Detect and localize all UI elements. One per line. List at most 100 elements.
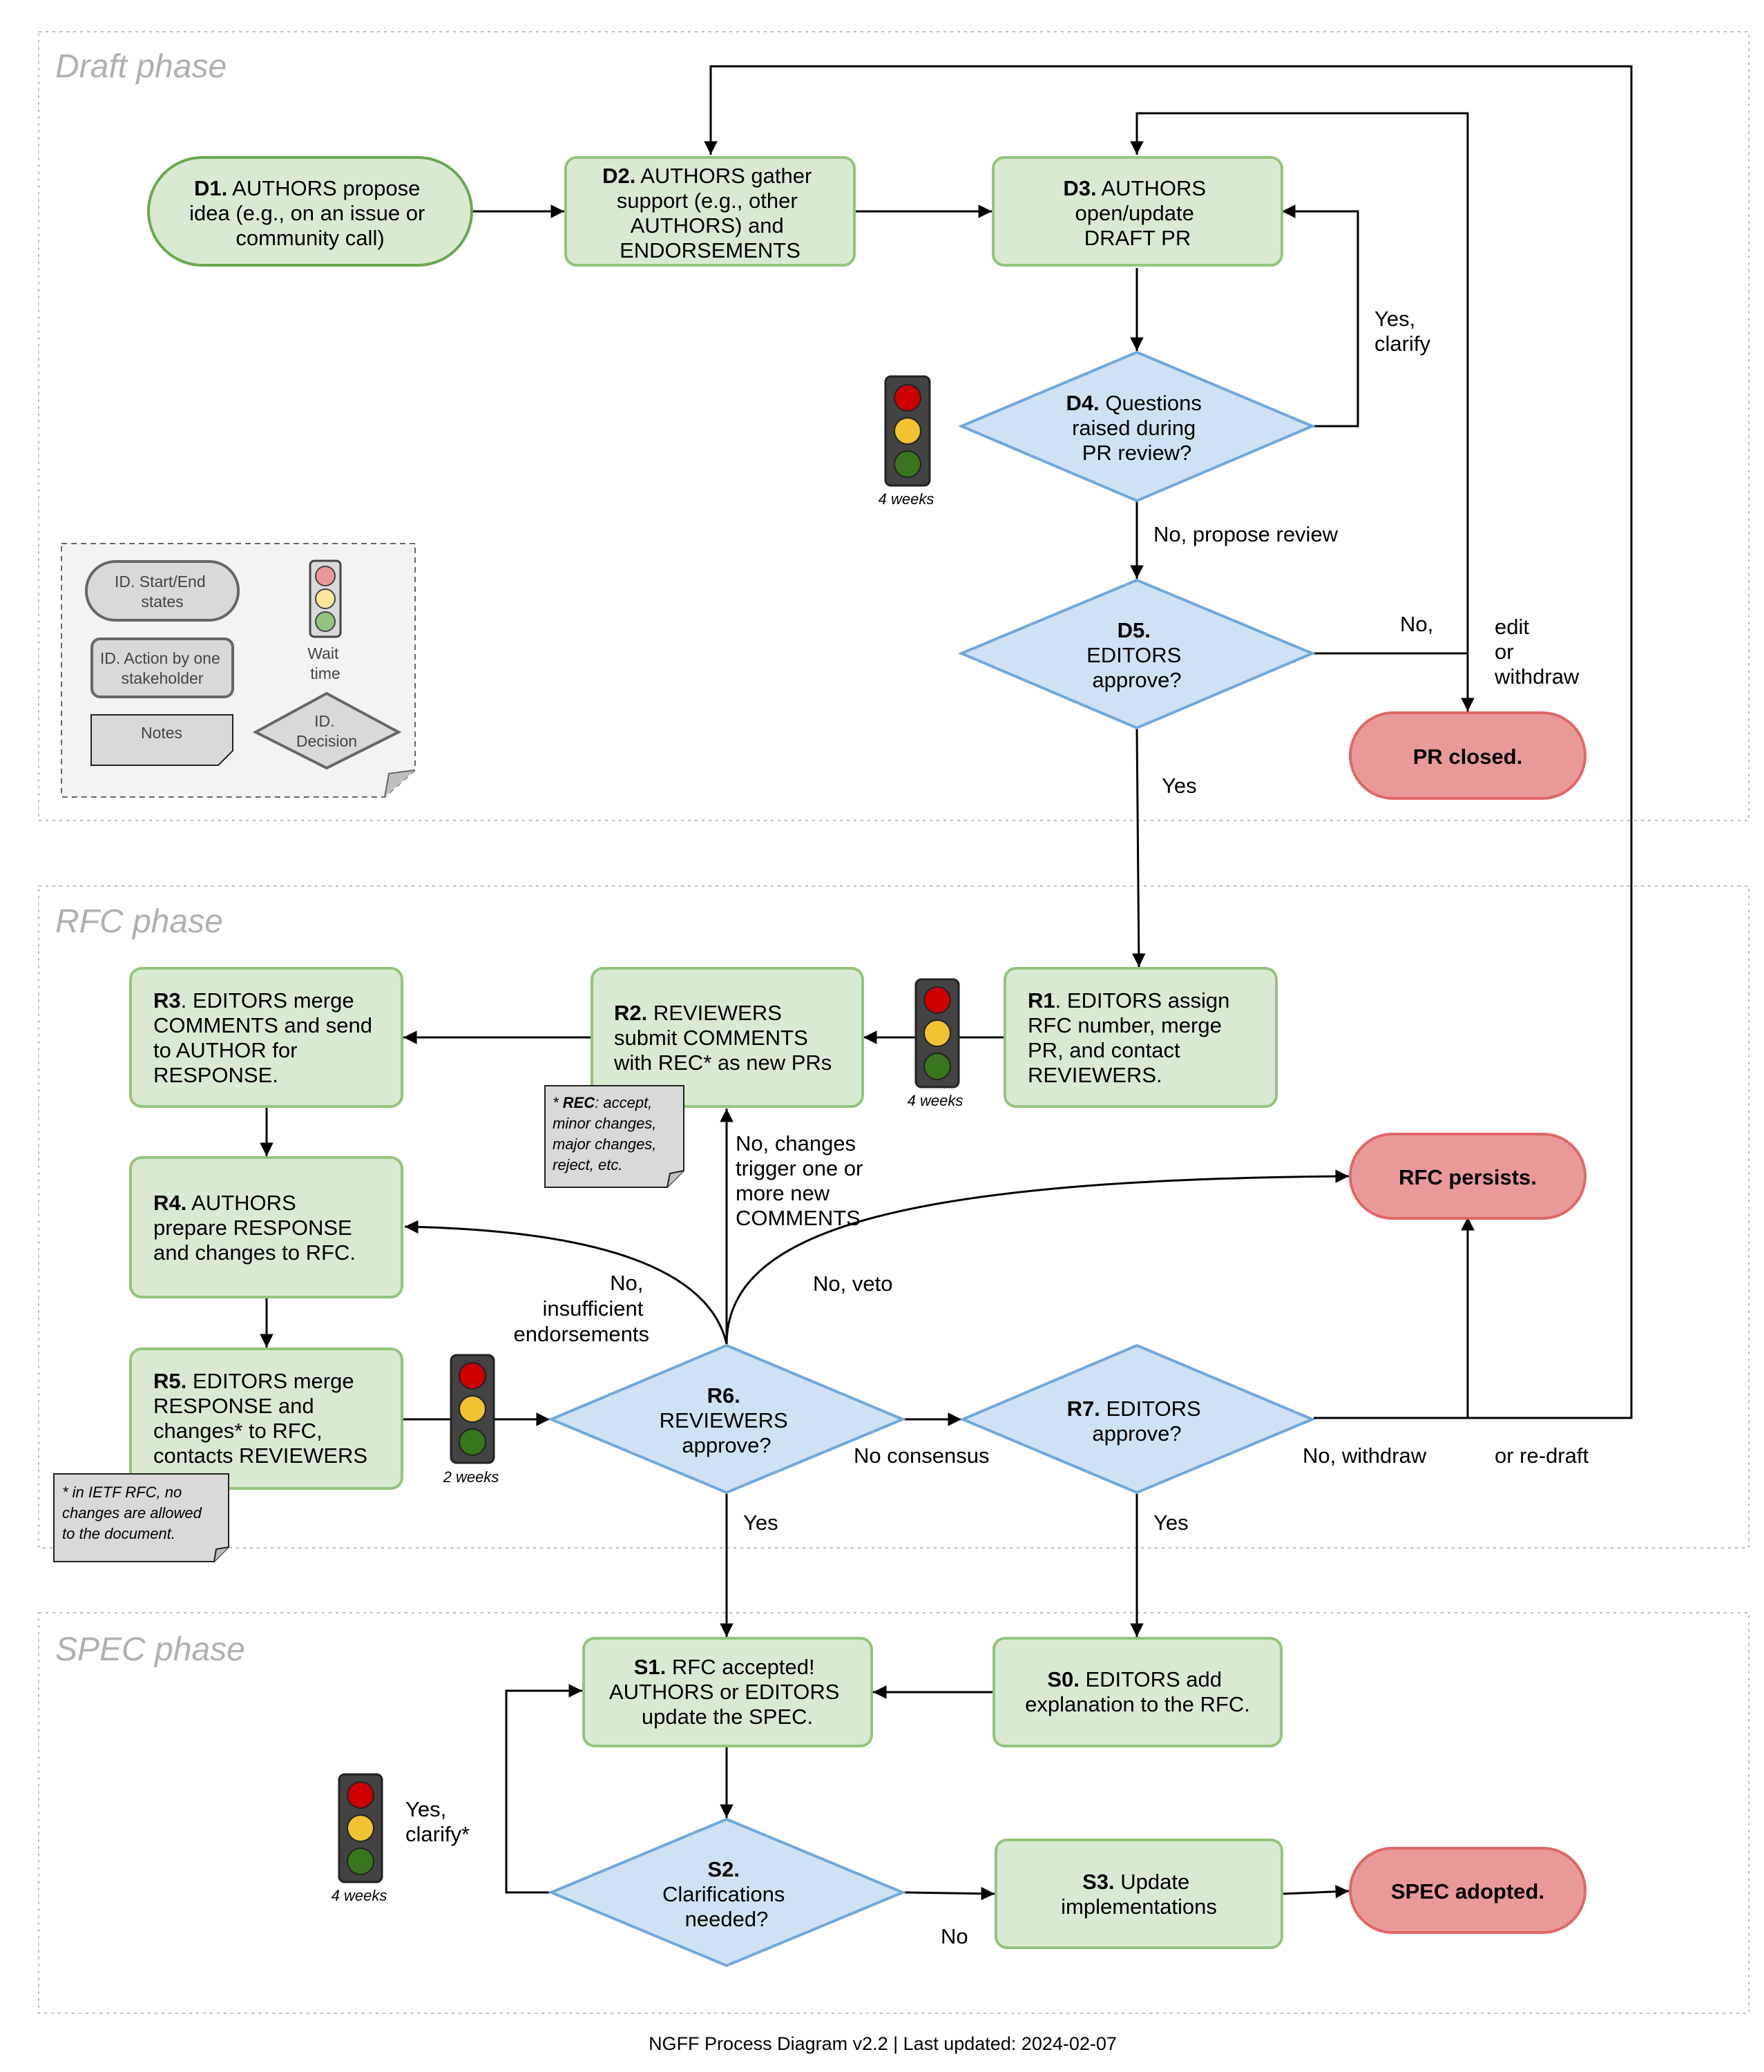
svg-text:ID. Action by one stak: ID. Action by one stakeholder — [100, 649, 224, 687]
node-d2-id: D2. — [602, 164, 635, 188]
node-d1-line1: AUTHORS propose — [232, 176, 420, 200]
svg-text:R6. REVIEWERS appr: R6. REVIEWERS approve? — [660, 1383, 794, 1457]
label-s2-yes: Yes, clarify* — [405, 1797, 470, 1846]
edges — [260, 65, 1633, 1901]
svg-text:R1. EDITORS assign RFC n: R1. EDITORS assign RFC number, merge PR,… — [1028, 988, 1236, 1087]
traffic-light-icon — [338, 1773, 383, 1883]
svg-text:R5. EDITORS merge RESPON: R5. EDITORS merge RESPONSE and changes* … — [153, 1369, 367, 1468]
node-d5-line2: approve? — [1092, 668, 1181, 692]
svg-text:D2. AUTHORS gather suppo: D2. AUTHORS gather support (e.g., other … — [602, 164, 818, 262]
label-r6-no-veto: No, veto — [813, 1272, 892, 1296]
spec-phase-title: SPEC phase — [55, 1631, 245, 1668]
node-spec-adopted-label: SPEC adopted. — [1391, 1879, 1544, 1903]
traffic-light-icon — [884, 375, 931, 487]
note-ietf-line3: to the document. — [62, 1525, 175, 1542]
node-s1: S1. RFC accepted! AUTHORS or EDITORS upd… — [582, 1637, 873, 1747]
node-r5-line1: EDITORS merge — [193, 1369, 354, 1393]
edge-s2-s3 — [903, 1886, 995, 1901]
node-s3-line2: implementations — [1061, 1894, 1217, 1919]
node-r5: R5. EDITORS merge RESPONSE and changes* … — [129, 1347, 403, 1490]
note-rec-line4: reject, etc. — [553, 1156, 622, 1173]
wait-time-r5: 2 weeks — [443, 1468, 499, 1486]
label-d4-no: No, propose review — [1153, 522, 1339, 546]
node-d5-id: D5. — [1118, 618, 1151, 642]
svg-text:D4. Questions raised dur: D4. Questions raised during PR review? — [1066, 391, 1207, 465]
node-r7: R7. EDITORS approve? — [959, 1343, 1316, 1495]
node-rfc-persists-label: RFC persists. — [1399, 1165, 1537, 1189]
node-d3-id: D3. — [1063, 176, 1096, 200]
svg-text:Notes: Notes — [141, 724, 182, 742]
wait-time-r1: 4 weeks — [908, 1092, 964, 1109]
node-d2: D2. AUTHORS gather support (e.g., other … — [564, 156, 856, 267]
node-d1-id: D1. — [194, 176, 227, 200]
traffic-light-icon — [914, 978, 960, 1088]
node-s3: S3. Update implementations — [995, 1839, 1283, 1949]
svg-text:S0. EDITORS add explanat: S0. EDITORS add explanation to the RFC. — [1025, 1667, 1250, 1716]
node-r3-id: R3 — [153, 988, 181, 1013]
legend: ID. Start/End states ID. Action by one s… — [61, 543, 416, 798]
svg-text:R3. EDITORS merge COMMEN: R3. EDITORS merge COMMENTS and send to A… — [153, 988, 378, 1087]
legend-wait: Wait time — [307, 644, 343, 682]
footer: NGFF Process Diagram v2.2 | Last updated… — [649, 2033, 1117, 2054]
node-rfc-persists: RFC persists. — [1349, 1133, 1586, 1220]
legend-notes: Notes — [90, 714, 233, 766]
rfc-phase-title: RFC phase — [55, 903, 223, 940]
label-r7-or-redraft: or re-draft — [1495, 1443, 1589, 1468]
svg-text:D1. AUTHORS propose idea: D1. AUTHORS propose idea (e.g., on an is… — [189, 176, 431, 250]
spec-phase-box — [38, 1612, 1749, 2014]
note-rec: * REC: accept, minor changes, major chan… — [544, 1085, 684, 1188]
node-r3: R3. EDITORS merge COMMENTS and send to A… — [129, 967, 403, 1108]
svg-text:R7. EDITORS approve?: R7. EDITORS approve? — [1067, 1397, 1207, 1446]
edge-r6-r4 — [404, 1220, 728, 1345]
node-r5-line4: contacts REVIEWERS — [153, 1443, 367, 1468]
node-r2-line1: REVIEWERS — [653, 1001, 782, 1025]
label-s2-no: No — [941, 1924, 968, 1948]
node-r3-line2: COMMENTS and send — [153, 1013, 372, 1037]
node-r1-line2: RFC number, merge — [1028, 1013, 1222, 1037]
svg-text:* in IETF RFC, no change: * in IETF RFC, no changes are allowed to… — [62, 1484, 206, 1542]
svg-text:S3. Update implementatio: S3. Update implementations — [1061, 1870, 1217, 1919]
node-s0-id: S0. — [1047, 1667, 1080, 1691]
edge-s2-yes-s1 — [505, 1684, 582, 1894]
node-r4: R4. AUTHORS prepare RESPONSE and changes… — [129, 1156, 403, 1298]
node-d4-id: D4. — [1066, 391, 1099, 415]
node-r1-line4: REVIEWERS. — [1028, 1063, 1162, 1087]
node-r1-line3: PR, and contact — [1028, 1038, 1180, 1062]
node-d4: D4. Questions raised during PR review? — [957, 350, 1316, 503]
traffic-light-icon — [309, 559, 342, 638]
node-r4-line3: and changes to RFC. — [153, 1240, 356, 1265]
edge-d4-yes-d3 — [1282, 204, 1359, 428]
svg-text:D5. EDITORS approv: D5. EDITORS approve? — [1086, 618, 1187, 692]
note-ietf-line2: changes are allowed — [62, 1504, 202, 1522]
label-r6-no-insufficient: No, insufficient endorsements — [514, 1271, 649, 1346]
traffic-light-icon — [450, 1354, 495, 1464]
node-r1-line1: . EDITORS assign — [1055, 988, 1230, 1013]
node-d1: D1. AUTHORS propose idea (e.g., on an is… — [147, 156, 473, 267]
node-d1-line2: idea (e.g., on an issue or — [189, 201, 425, 225]
node-spec-adopted: SPEC adopted. — [1349, 1847, 1586, 1934]
node-r1: R1. EDITORS assign RFC number, merge PR,… — [1004, 967, 1278, 1108]
node-r2-line2: submit COMMENTS — [614, 1026, 808, 1050]
node-r2-line3: with REC* as new PRs — [613, 1051, 832, 1075]
svg-text:R4. AUTHORS prepare RESP: R4. AUTHORS prepare RESPONSE and changes… — [153, 1191, 358, 1265]
node-r5-id: R5. — [153, 1369, 186, 1393]
node-s2: S2. Clarifications needed? — [547, 1817, 907, 1968]
node-r7-id: R7. — [1067, 1397, 1100, 1421]
note-rec-line3: major changes, — [553, 1135, 656, 1153]
node-pr-closed-label: PR closed. — [1413, 745, 1523, 769]
label-r7-no-withdraw: No, withdraw — [1303, 1443, 1427, 1468]
node-d2-line4: ENDORSEMENTS — [620, 238, 800, 262]
note-rec-bold: REC — [563, 1094, 596, 1111]
node-r6-id: R6. — [707, 1383, 740, 1408]
node-d3-line3: DRAFT PR — [1084, 226, 1191, 250]
edge-d5-r1 — [1132, 727, 1146, 968]
node-s1-line2: AUTHORS or EDITORS — [609, 1680, 840, 1704]
svg-text:D3. AUTHORS open/update: D3. AUTHORS open/update DRAFT PR — [1063, 176, 1211, 250]
node-d4-line3: PR review? — [1082, 441, 1192, 465]
label-d5-edit: edit or withdraw — [1494, 615, 1580, 689]
node-s1-id: S1. — [634, 1655, 667, 1679]
label-d5-yes: Yes — [1162, 774, 1197, 798]
note-ietf: * in IETF RFC, no changes are allowed to… — [53, 1473, 229, 1562]
svg-text:S1. RFC accepted! AUTHOR: S1. RFC accepted! AUTHORS or EDITORS upd… — [609, 1655, 845, 1729]
node-s1-line3: update the SPEC. — [642, 1705, 813, 1729]
